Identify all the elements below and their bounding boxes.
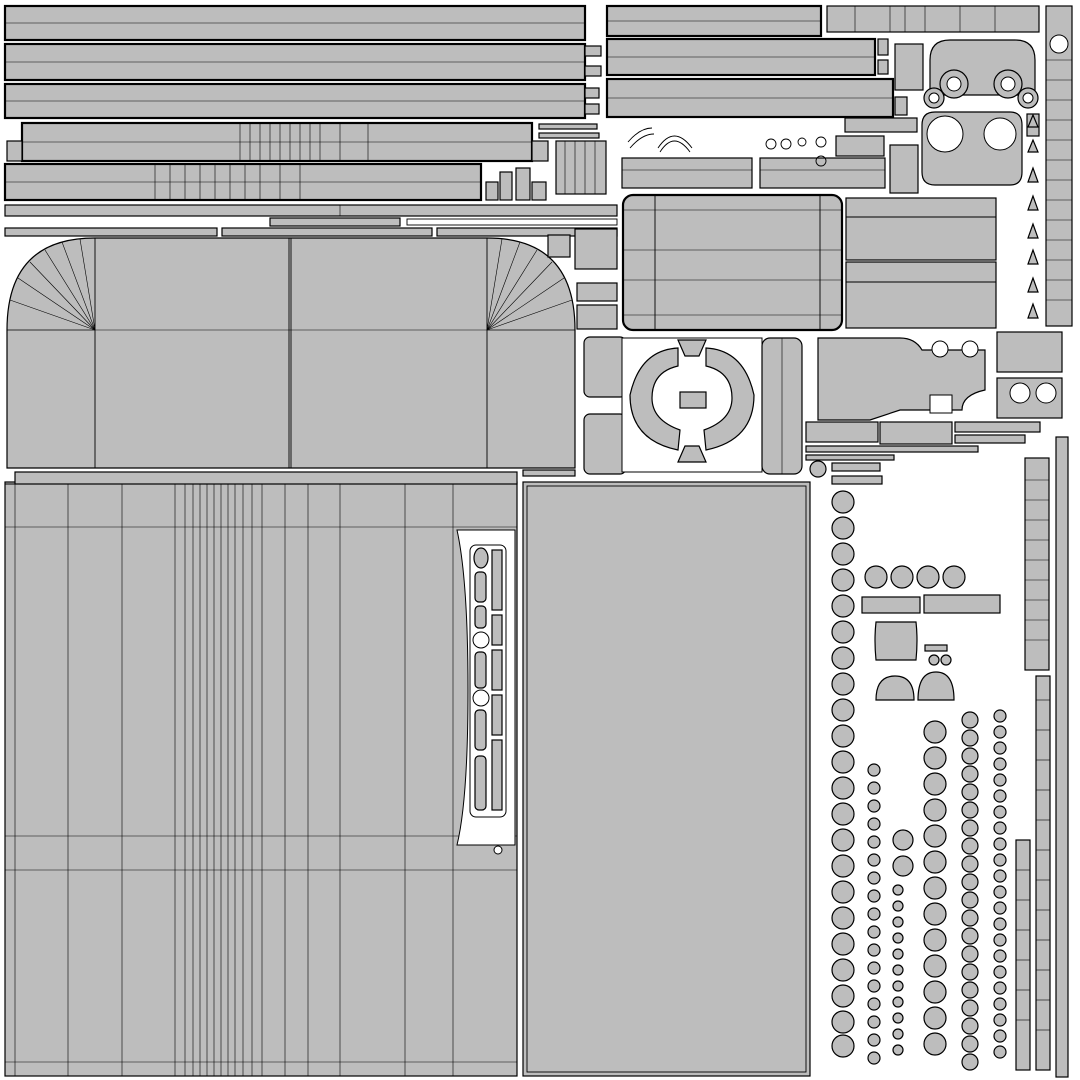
rounded-panel-island <box>6 237 576 469</box>
thin-strip <box>4 227 218 237</box>
small-parts-cluster <box>547 43 924 330</box>
ornament-island <box>805 331 1063 485</box>
thin-strip <box>4 204 618 217</box>
round-parts-grid <box>831 490 1007 1071</box>
large-side-panel-island <box>4 471 518 1077</box>
mid-strip-group <box>605 4 1040 119</box>
seat-pattern-island <box>583 336 803 475</box>
round-base-cluster <box>921 39 1040 186</box>
large-flat-panel-island <box>522 469 811 1077</box>
long-strip-group <box>3 4 618 237</box>
vertical-strip-group <box>1015 5 1073 1078</box>
cushion-island <box>621 193 997 332</box>
